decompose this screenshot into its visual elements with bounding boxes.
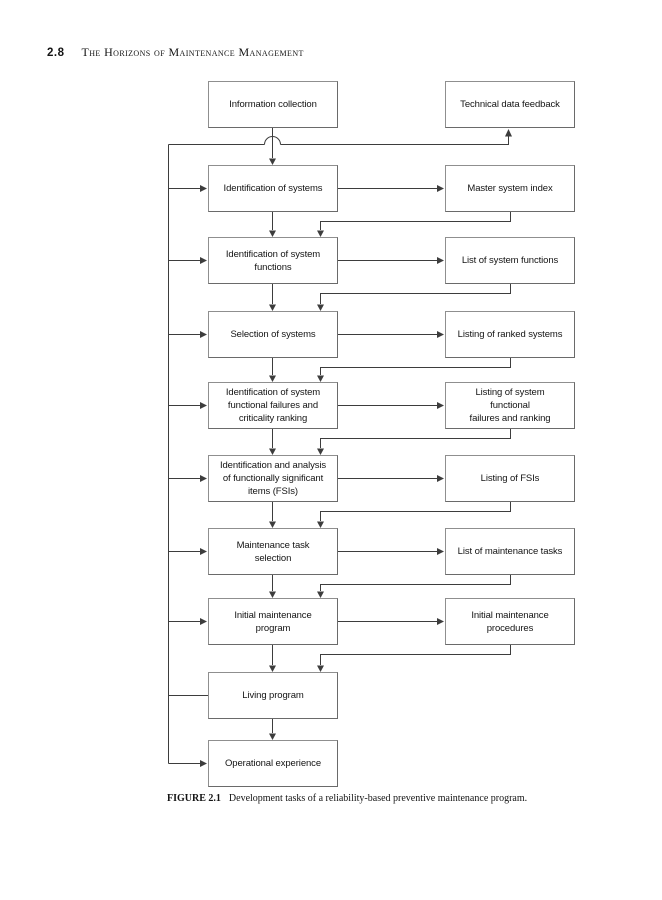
box-initial-maintenance-procedures: Initial maintenance procedures [445,598,575,645]
box-identification-of-functional-failures: Identification of system functional fail… [208,382,338,429]
section-title: The Horizons of Maintenance Management [81,45,304,59]
up-arrowhead [505,129,512,137]
main-flow-arrows [269,128,276,740]
box-initial-maintenance-program: Initial maintenance program [208,598,338,645]
box-listing-of-ranked-systems: Listing of ranked systems [445,311,575,358]
box-master-system-index: Master system index [445,165,575,212]
box-identification-of-systems: Identification of systems [208,165,338,212]
box-list-of-maintenance-tasks: List of maintenance tasks [445,528,575,575]
box-operational-experience: Operational experience [208,740,338,787]
box-selection-of-systems: Selection of systems [208,311,338,358]
figure-caption-text: Development tasks of a reliability-based… [228,793,528,804]
page-header: 2.8 The Horizons of Maintenance Manageme… [47,45,304,60]
box-technical-data-feedback: Technical data feedback [445,81,575,128]
figure-caption: FIGURE 2.1 Development tasks of a reliabi… [167,793,527,804]
figure-label: FIGURE 2.1 [167,793,221,804]
process-to-output-arrows [338,185,444,625]
box-living-program: Living program [208,672,338,719]
section-number: 2.8 [47,47,65,59]
feedback-to-technical-data-line [168,129,512,145]
box-information-collection: Information collection [208,81,338,128]
output-return-lines [317,212,511,672]
feedback-entry-arrows [168,185,207,767]
box-maintenance-task-selection: Maintenance task selection [208,528,338,575]
box-listing-of-fsis: Listing of FSIs [445,455,575,502]
box-identification-analysis-fsis: Identification and analysis of functiona… [208,455,338,502]
box-listing-of-functional-failures: Listing of system functional failures an… [445,382,575,429]
box-identification-of-system-functions: Identification of system functions [208,237,338,284]
box-list-of-system-functions: List of system functions [445,237,575,284]
